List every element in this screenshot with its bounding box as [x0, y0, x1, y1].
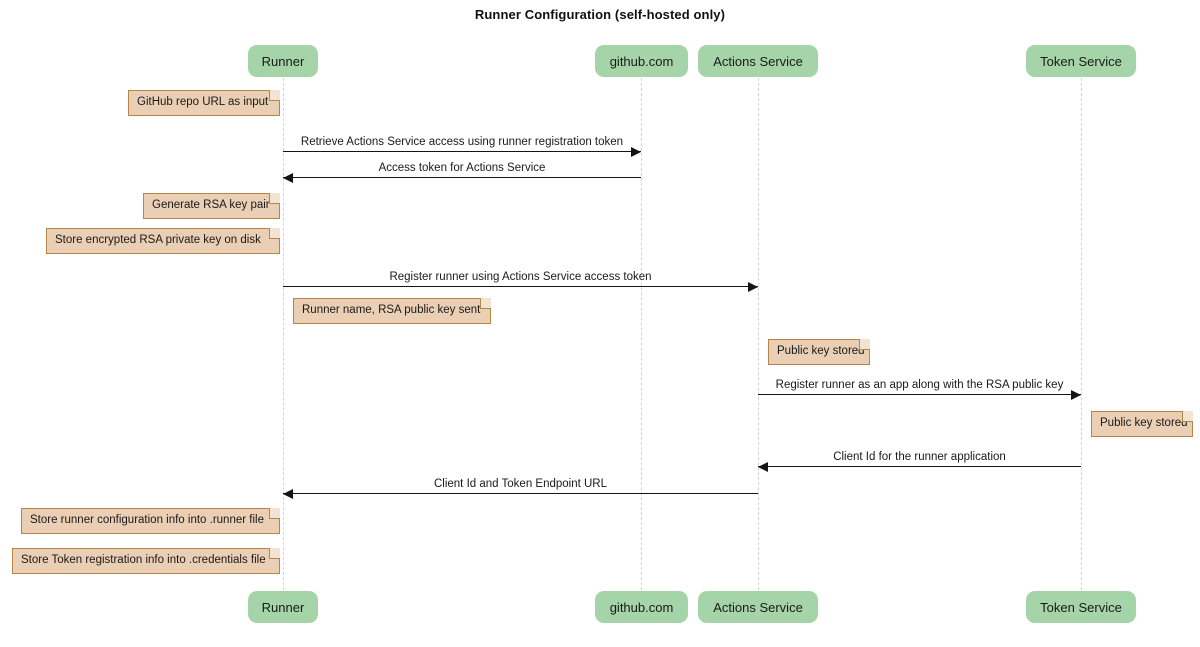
- message-arrowhead-m3: [748, 282, 758, 292]
- note-n5: Public key stored: [768, 339, 870, 365]
- participant-token-top[interactable]: Token Service: [1026, 45, 1136, 77]
- note-n8: Store Token registration info into .cred…: [12, 548, 280, 574]
- lifeline-token: [1081, 78, 1082, 590]
- message-arrowhead-m1: [631, 147, 641, 157]
- participant-github-top[interactable]: github.com: [595, 45, 688, 77]
- note-text: Store runner configuration info into .ru…: [30, 514, 264, 527]
- message-line-m1: [283, 151, 641, 152]
- message-arrowhead-m6: [283, 489, 293, 499]
- message-line-m6: [283, 493, 758, 494]
- message-label-m4: Register runner as an app along with the…: [775, 379, 1064, 391]
- participant-label: Token Service: [1040, 53, 1122, 69]
- participant-token-bottom[interactable]: Token Service: [1026, 591, 1136, 623]
- note-n6: Public key stored: [1091, 411, 1193, 437]
- note-text: Generate RSA key pair: [152, 199, 270, 212]
- participant-github-bottom[interactable]: github.com: [595, 591, 688, 623]
- note-n3: Store encrypted RSA private key on disk: [46, 228, 280, 254]
- participant-label: Runner: [261, 53, 305, 69]
- note-fold-corner-icon: [859, 339, 870, 350]
- note-fold-corner-icon: [269, 508, 280, 519]
- lifeline-runner: [283, 78, 284, 590]
- note-n1: GitHub repo URL as input: [128, 90, 280, 116]
- message-arrowhead-m2: [283, 173, 293, 183]
- note-text: Runner name, RSA public key sent: [302, 304, 481, 317]
- note-text: Store encrypted RSA private key on disk: [55, 234, 261, 247]
- note-fold-corner-icon: [269, 548, 280, 559]
- message-arrowhead-m5: [758, 462, 768, 472]
- lifeline-actions: [758, 78, 759, 590]
- message-label-m3: Register runner using Actions Service ac…: [389, 271, 652, 283]
- message-label-m5: Client Id for the runner application: [833, 451, 1006, 463]
- lifeline-github: [641, 78, 642, 590]
- message-line-m5: [758, 466, 1081, 467]
- note-fold-corner-icon: [269, 193, 280, 204]
- note-n4: Runner name, RSA public key sent: [293, 298, 491, 324]
- note-n2: Generate RSA key pair: [143, 193, 280, 219]
- note-fold-corner-icon: [480, 298, 491, 309]
- message-line-m4: [758, 394, 1081, 395]
- note-text: Public key stored: [1100, 417, 1188, 430]
- participant-label: Token Service: [1040, 599, 1122, 615]
- note-fold-corner-icon: [269, 228, 280, 239]
- note-text: GitHub repo URL as input: [137, 96, 269, 109]
- message-arrowhead-m4: [1071, 390, 1081, 400]
- message-line-m3: [283, 286, 758, 287]
- note-text: Public key stored: [777, 345, 865, 358]
- message-label-m2: Access token for Actions Service: [378, 162, 546, 174]
- message-line-m2: [283, 177, 641, 178]
- participant-label: github.com: [609, 53, 674, 69]
- note-fold-corner-icon: [1182, 411, 1193, 422]
- participant-actions-bottom[interactable]: Actions Service: [698, 591, 818, 623]
- participant-label: Runner: [261, 599, 305, 615]
- participant-label: github.com: [609, 599, 674, 615]
- note-fold-corner-icon: [269, 90, 280, 101]
- message-label-m6: Client Id and Token Endpoint URL: [433, 478, 608, 490]
- page-title: Runner Configuration (self-hosted only): [474, 7, 726, 22]
- participant-runner-top[interactable]: Runner: [248, 45, 318, 77]
- note-n7: Store runner configuration info into .ru…: [21, 508, 280, 534]
- participant-label: Actions Service: [713, 599, 803, 615]
- participant-runner-bottom[interactable]: Runner: [248, 591, 318, 623]
- note-text: Store Token registration info into .cred…: [21, 554, 266, 567]
- participant-label: Actions Service: [713, 53, 803, 69]
- participant-actions-top[interactable]: Actions Service: [698, 45, 818, 77]
- message-label-m1: Retrieve Actions Service access using ru…: [300, 136, 624, 148]
